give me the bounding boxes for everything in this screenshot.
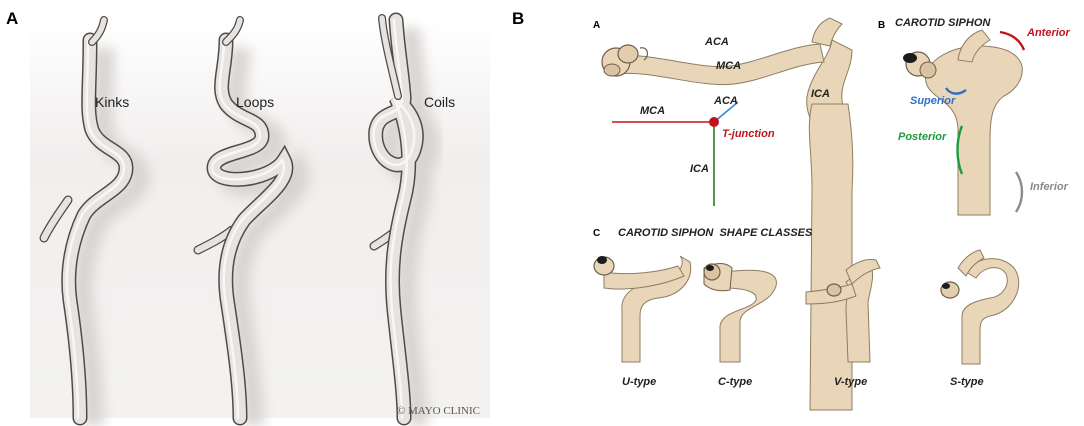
shape-v-type: V-type bbox=[834, 376, 867, 388]
shape-u-type: U-type bbox=[622, 376, 656, 388]
shape-classes-title: CAROTID SIPHON SHAPE CLASSES bbox=[618, 227, 813, 239]
region-inferior: Inferior bbox=[1030, 181, 1069, 193]
subpanel-a-letter: A bbox=[593, 20, 600, 31]
schematic-label-ica: ICA bbox=[690, 163, 709, 175]
posterior-arc bbox=[956, 125, 964, 175]
kinks-vessel bbox=[39, 16, 151, 426]
v-type-vessel bbox=[805, 259, 881, 363]
shape-s-type: S-type bbox=[950, 376, 984, 388]
u-type-vessel bbox=[593, 255, 692, 363]
carotid-siphon-title: CAROTID SIPHON bbox=[895, 17, 991, 29]
subpanel-b-letter: B bbox=[878, 20, 885, 31]
shape-c-type: C-type bbox=[718, 376, 752, 388]
panel-b-letter: B bbox=[512, 9, 524, 28]
vessel-label-aca: ACA bbox=[704, 36, 729, 48]
carotid-siphon-vessel bbox=[903, 29, 1023, 216]
c-type-vessel bbox=[703, 263, 777, 363]
schematic-label-mca: MCA bbox=[640, 105, 665, 117]
superior-arc bbox=[945, 87, 967, 95]
inferior-arc bbox=[1014, 171, 1024, 213]
schematic-label-aca: ACA bbox=[713, 95, 738, 107]
region-superior: Superior bbox=[910, 95, 956, 107]
subpanel-c-letter: C bbox=[593, 228, 600, 239]
loops-vessel bbox=[193, 16, 310, 426]
schematic-label-t-junction: T-junction bbox=[722, 128, 775, 140]
mayo-copyright: © MAYO CLINIC bbox=[397, 405, 480, 417]
vessel-label-ica: ICA bbox=[811, 88, 830, 100]
s-type-vessel bbox=[940, 249, 1020, 365]
anterior-arc bbox=[999, 30, 1026, 51]
label-coils: Coils bbox=[424, 94, 455, 110]
t-junction-schematic bbox=[612, 101, 739, 206]
ica-aca-mca-vessel bbox=[601, 17, 854, 411]
region-anterior: Anterior bbox=[1026, 27, 1071, 39]
label-kinks: Kinks bbox=[95, 94, 129, 110]
label-loops: Loops bbox=[236, 94, 274, 110]
region-posterior: Posterior bbox=[898, 131, 947, 143]
vessel-label-mca: MCA bbox=[716, 60, 741, 72]
panel-a-letter: A bbox=[6, 9, 18, 28]
coils-vessel bbox=[368, 12, 441, 426]
